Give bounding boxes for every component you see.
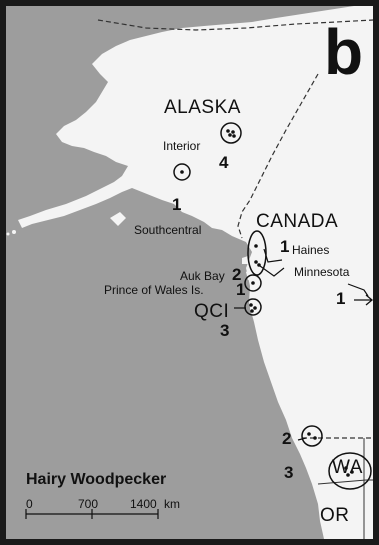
political-boundaries: [97, 19, 373, 439]
boundary-wa-or: [317, 479, 373, 485]
island-qci: [250, 296, 264, 320]
label-canada: CANADA: [256, 211, 339, 232]
leader-lines: [234, 248, 369, 441]
site-count-interior: 4: [219, 153, 229, 172]
leader-aukbay: [259, 265, 285, 277]
label-wa: WA: [332, 457, 363, 478]
site-count-minnesota: 1: [336, 289, 346, 308]
sample-dots: [180, 129, 354, 477]
scale-tick-1400: 1400: [130, 497, 157, 511]
leader-wa-north: [297, 437, 307, 441]
site-label-prince-of-wales: Prince of Wales Is.: [104, 283, 204, 297]
panel-letter: b: [324, 16, 364, 88]
site-count-haines: 1: [280, 237, 290, 256]
island-kodiak: [110, 212, 126, 226]
circle-wa-north: [301, 425, 323, 447]
land-mass: [18, 6, 373, 539]
state-boundaries: [317, 438, 373, 539]
aleutian-islands: [6, 230, 16, 236]
circle-wa-south: [328, 452, 372, 490]
scale-tick-700: 700: [78, 497, 99, 511]
sampling-circles: [173, 122, 372, 490]
site-count-wa-south: 3: [284, 463, 294, 482]
site-count-wa-north: 2: [282, 429, 292, 448]
site-count-aukbay: 2: [232, 265, 242, 284]
site-label-aukbay: Auk Bay: [180, 269, 225, 283]
label-alaska: ALASKA: [164, 97, 241, 118]
circle-haines-aukbay: [247, 230, 267, 276]
label-or: OR: [320, 505, 350, 526]
leader-minnesota: [347, 283, 369, 297]
circle-qci: [244, 298, 262, 316]
species-title: Hairy Woodpecker: [26, 471, 167, 488]
scale-unit: km: [164, 497, 180, 511]
map-canvas: [6, 6, 373, 539]
island-vancouver: [266, 358, 298, 394]
site-label-southcentral: Southcentral: [134, 223, 202, 237]
scale-bar: [25, 509, 159, 519]
site-count-southcentral: 1: [172, 195, 182, 214]
circle-interior: [220, 122, 242, 144]
minnesota-arrow-icon: [354, 294, 373, 306]
scale-tick-0: 0: [26, 497, 33, 511]
boundary-arctic-coast: [97, 19, 373, 31]
site-label-haines: Haines: [292, 243, 330, 257]
leader-haines: [263, 248, 283, 263]
circle-southcentral: [173, 163, 191, 181]
site-count-prince-of-wales: 1: [236, 280, 246, 299]
circle-prince-of-wales: [244, 274, 262, 292]
site-count-qci: 3: [220, 321, 230, 340]
boundary-alaska-canada: [237, 73, 319, 239]
label-qci: QCI: [194, 301, 230, 322]
site-label-interior: Interior: [163, 139, 201, 153]
site-label-minnesota: Minnesota: [294, 265, 350, 279]
